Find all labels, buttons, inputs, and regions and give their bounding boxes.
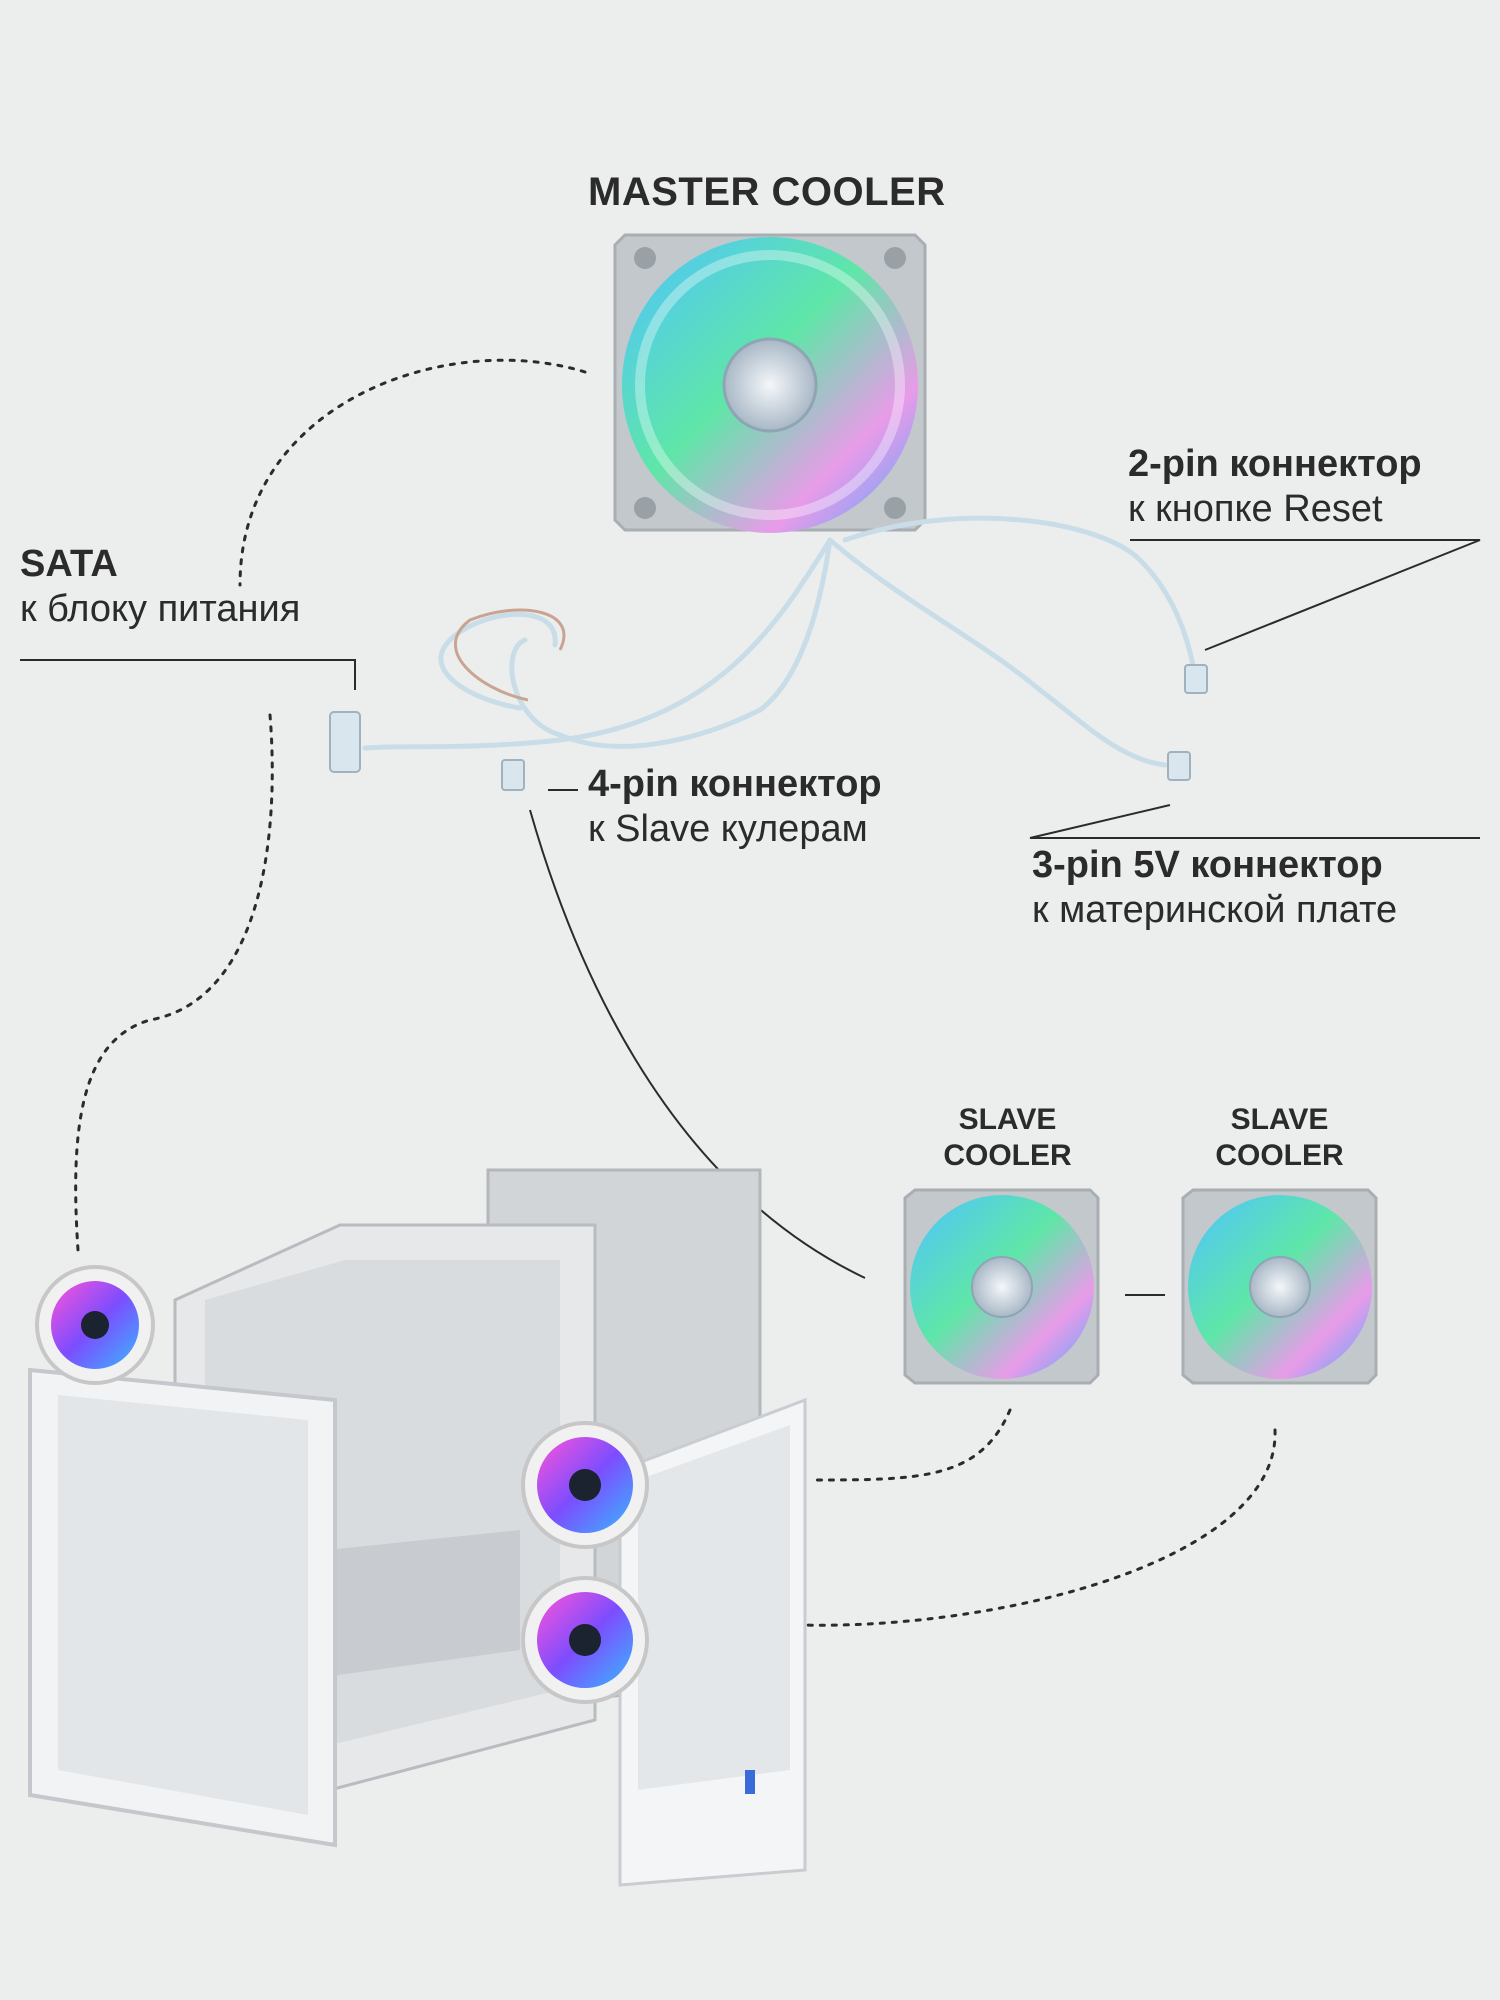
cable-copper bbox=[454, 608, 566, 702]
slave-cooler-fan-1 bbox=[903, 1188, 1100, 1385]
slave-connector-title: 4-pin коннектор bbox=[588, 763, 882, 805]
2-pin-connector bbox=[1184, 664, 1208, 694]
sata-connector bbox=[329, 711, 361, 773]
reset-connector-title: 2-pin коннектор bbox=[1128, 443, 1422, 485]
slave-cooler-1-line2: COOLER bbox=[943, 1139, 1072, 1172]
slave-connector-subtitle: к Slave кулерам bbox=[588, 808, 868, 850]
reset-connector-subtitle: к кнопке Reset bbox=[1128, 488, 1383, 530]
sata-title: SATA bbox=[20, 543, 118, 585]
slave-cooler-2-line1: SLAVE bbox=[1230, 1103, 1329, 1136]
slave-cooler-fan-2 bbox=[1181, 1188, 1378, 1385]
4-pin-connector bbox=[501, 759, 525, 791]
reset-connector-label: 2-pin коннектор к кнопке Reset bbox=[1128, 442, 1422, 532]
slave-cooler-2-line2: COOLER bbox=[1215, 1139, 1344, 1172]
leader-lines bbox=[20, 539, 1481, 1296]
dotted-routes bbox=[74, 358, 1277, 1627]
motherboard-connector-title: 3-pin 5V коннектор bbox=[1032, 844, 1383, 886]
cable-harness bbox=[362, 515, 1198, 768]
motherboard-connector-label: 3-pin 5V коннектор к материнской плате bbox=[1032, 843, 1397, 933]
slave-cooler-label-2: SLAVE COOLER bbox=[1212, 1102, 1347, 1174]
master-cooler-fan bbox=[613, 233, 927, 533]
sata-label: SATA к блоку питания bbox=[20, 542, 300, 632]
pc-case bbox=[28, 1168, 807, 1887]
sata-subtitle: к блоку питания bbox=[20, 588, 301, 630]
slave-connector-label: 4-pin коннектор к Slave кулерам bbox=[588, 762, 882, 852]
slave-cooler-label-1: SLAVE COOLER bbox=[940, 1102, 1075, 1174]
3-pin-connector bbox=[1167, 751, 1191, 781]
motherboard-connector-subtitle: к материнской плате bbox=[1032, 889, 1398, 931]
master-cooler-title: MASTER COOLER bbox=[588, 170, 946, 214]
slave-cooler-1-line1: SLAVE bbox=[958, 1103, 1057, 1136]
